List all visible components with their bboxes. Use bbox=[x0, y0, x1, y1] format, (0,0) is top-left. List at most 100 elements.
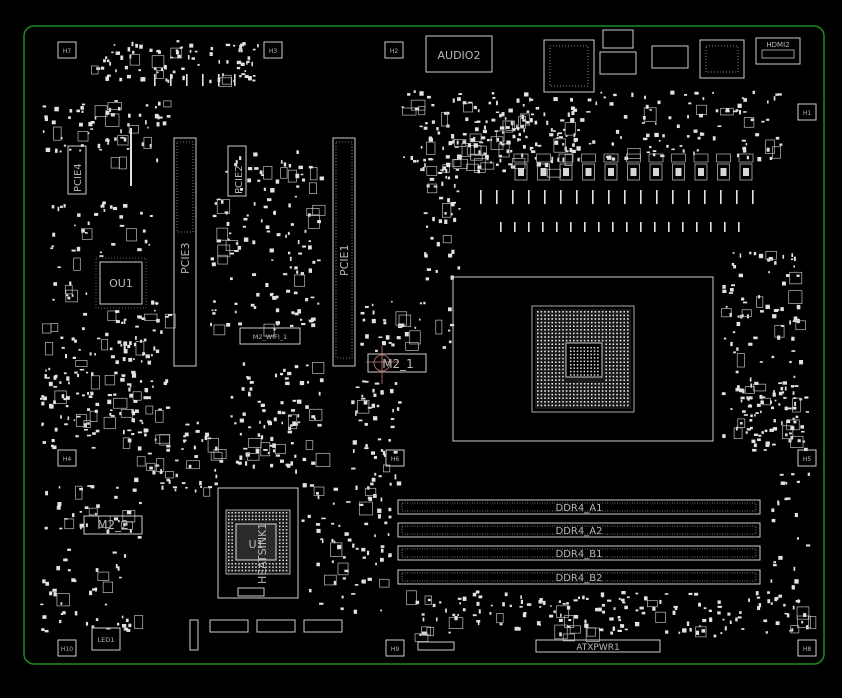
smd-pad bbox=[137, 315, 140, 318]
chipset-pad bbox=[282, 529, 284, 531]
smd-pad bbox=[457, 614, 460, 616]
smd-pad bbox=[794, 579, 799, 584]
smd-pad bbox=[431, 103, 435, 107]
smd-pad bbox=[239, 187, 244, 191]
smd-pad bbox=[586, 111, 591, 113]
smd-pad bbox=[374, 472, 377, 476]
smd-pad bbox=[759, 361, 763, 363]
smd-pad bbox=[237, 461, 242, 465]
smd-pad bbox=[376, 404, 380, 408]
cpu-pad bbox=[562, 357, 564, 360]
smd-pad bbox=[238, 48, 241, 53]
smd-pad bbox=[145, 120, 147, 125]
smd-pad bbox=[63, 397, 67, 401]
cpu-pad bbox=[547, 332, 550, 335]
cpu-pad bbox=[544, 386, 546, 389]
chipset-pad bbox=[282, 552, 284, 555]
smd-pad bbox=[548, 614, 554, 618]
cpu-pad bbox=[623, 314, 625, 317]
vrm-choke-label bbox=[558, 153, 574, 163]
smd-pad bbox=[424, 163, 426, 168]
smd-pad bbox=[767, 258, 771, 262]
smd-pad bbox=[121, 623, 127, 628]
smd-pad bbox=[95, 618, 99, 622]
smd-pad bbox=[41, 422, 44, 426]
smd-pad bbox=[119, 412, 122, 416]
smd-pad bbox=[156, 318, 160, 323]
small-ic bbox=[553, 138, 566, 153]
chipset-pad bbox=[234, 512, 237, 514]
chipset-pad bbox=[258, 515, 261, 517]
smd-pad bbox=[425, 277, 430, 281]
chipset-pad bbox=[255, 569, 257, 572]
cpu-pad bbox=[558, 311, 561, 313]
smd-pad bbox=[759, 394, 763, 399]
vrm-choke bbox=[717, 163, 730, 181]
smd-pad bbox=[123, 137, 127, 142]
smd-pad bbox=[769, 156, 773, 160]
smd-pad bbox=[457, 97, 461, 101]
smd-pad bbox=[281, 411, 286, 415]
chipset-pad bbox=[272, 515, 274, 517]
smd-pad bbox=[522, 119, 526, 122]
small-ic bbox=[470, 153, 483, 161]
smd-pad bbox=[160, 482, 165, 484]
smd-pad bbox=[774, 399, 777, 402]
smd-pad bbox=[273, 210, 276, 216]
smd-pad bbox=[91, 446, 96, 449]
smd-pad bbox=[797, 599, 800, 604]
smd-pad bbox=[102, 202, 104, 206]
cap-lead bbox=[496, 190, 498, 204]
smd-pad bbox=[735, 370, 739, 374]
smd-pad bbox=[352, 449, 355, 454]
cpu-pad bbox=[558, 390, 561, 392]
h3-label: H3 bbox=[269, 48, 278, 55]
smd-pad bbox=[767, 599, 771, 604]
small-ic bbox=[695, 626, 707, 638]
smd-pad bbox=[446, 164, 450, 168]
small-ic bbox=[463, 102, 473, 113]
small-ic bbox=[217, 244, 231, 258]
smd-pad bbox=[760, 396, 766, 399]
smd-pad bbox=[145, 354, 150, 359]
cpu-pad bbox=[573, 386, 575, 389]
smd-pad bbox=[53, 375, 57, 380]
cpu-pad bbox=[605, 386, 607, 389]
smd-pad bbox=[109, 205, 113, 209]
cpu-pad bbox=[627, 318, 629, 320]
smd-pad bbox=[60, 205, 63, 209]
cpu-pad bbox=[537, 347, 539, 349]
cpu-pad bbox=[576, 325, 579, 327]
smd-pad bbox=[771, 518, 776, 523]
vrm-choke-label bbox=[581, 153, 596, 163]
smd-pad bbox=[235, 160, 238, 164]
smd-pad bbox=[249, 387, 253, 391]
chipset-pad bbox=[282, 566, 284, 568]
smd-pad bbox=[181, 67, 185, 70]
smd-pad bbox=[508, 108, 513, 113]
smd-pad bbox=[801, 430, 805, 433]
cpu-pad bbox=[616, 343, 618, 345]
smd-pad bbox=[452, 98, 455, 103]
smd-pad bbox=[81, 228, 85, 233]
smd-pad bbox=[429, 177, 435, 181]
smd-pad bbox=[168, 480, 171, 484]
chipset-pad bbox=[228, 566, 230, 568]
smd-pad bbox=[291, 311, 295, 315]
chipset-pad bbox=[231, 549, 233, 551]
cap-lead bbox=[682, 222, 684, 232]
smd-pad bbox=[642, 116, 646, 120]
smd-pad bbox=[389, 482, 392, 486]
smd-pad bbox=[419, 125, 423, 128]
smd-pad bbox=[539, 598, 543, 603]
cpu-pad bbox=[555, 368, 557, 371]
cpu-pad bbox=[544, 393, 546, 396]
smd-pad bbox=[770, 400, 772, 404]
smd-pad bbox=[120, 129, 122, 134]
cpu-pad bbox=[605, 393, 607, 396]
cpu-pad bbox=[576, 314, 579, 317]
smd-pad bbox=[435, 269, 438, 273]
smd-pad bbox=[694, 91, 699, 95]
smd-pad bbox=[739, 110, 742, 115]
rear-io-block-3 bbox=[651, 45, 689, 69]
